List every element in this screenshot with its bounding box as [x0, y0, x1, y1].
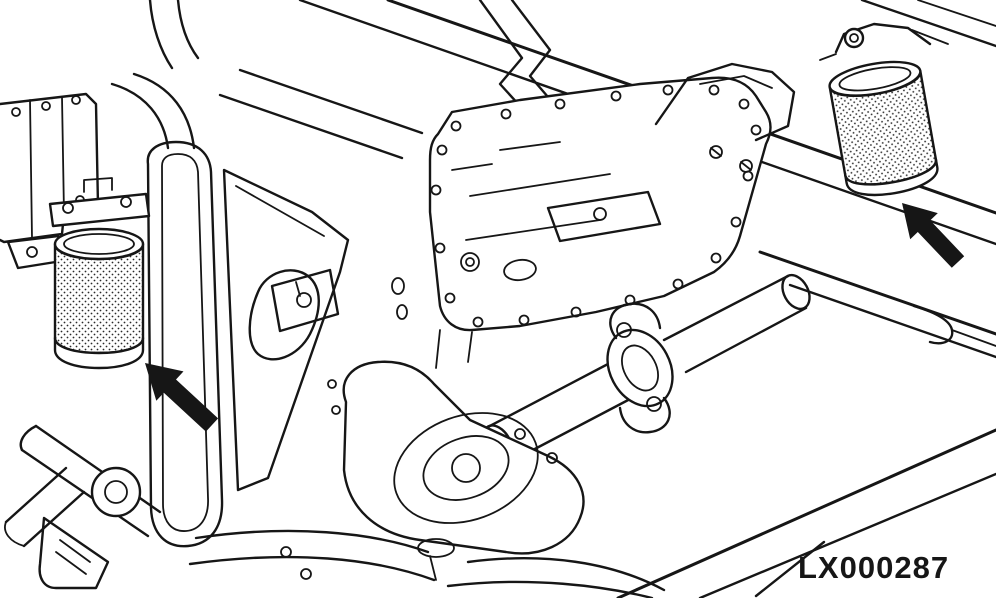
- control-lever: [4, 424, 162, 548]
- canister-bottom-cap: [844, 158, 939, 197]
- crossmember-bracket: [654, 62, 796, 173]
- right-sensor-canister: [819, 22, 949, 197]
- right-callout-arrow-icon: [902, 203, 965, 268]
- frame-strap: [146, 140, 224, 548]
- bolt-icon: [62, 202, 74, 214]
- figure-code: LX000287: [798, 550, 949, 585]
- sensor-bracket: [48, 192, 151, 228]
- lever-pivot: [90, 466, 142, 518]
- rail-bolt: [396, 304, 408, 320]
- bolt-icon: [709, 145, 723, 159]
- frame-gusset: [222, 168, 350, 492]
- hose-lines: [110, 0, 200, 150]
- bolt-icon: [843, 27, 865, 49]
- canister-top-cap: [828, 60, 922, 97]
- canister-bottom-cap: [53, 336, 145, 370]
- underbody-lines: [188, 428, 996, 598]
- rail-bolt: [391, 277, 405, 295]
- corner-bracket: [38, 516, 110, 590]
- rail-hook: [912, 304, 996, 347]
- transmission-oil-pan: [391, 76, 772, 332]
- bolt-icon: [120, 196, 132, 208]
- drain-plug: [460, 252, 480, 272]
- universal-joint: [606, 302, 674, 434]
- left-sensor-canister: [48, 177, 151, 370]
- canister-body: [53, 242, 145, 355]
- transfer-case: [342, 329, 585, 558]
- bolt-icon: [739, 159, 753, 173]
- left-callout-arrow-icon: [145, 363, 219, 432]
